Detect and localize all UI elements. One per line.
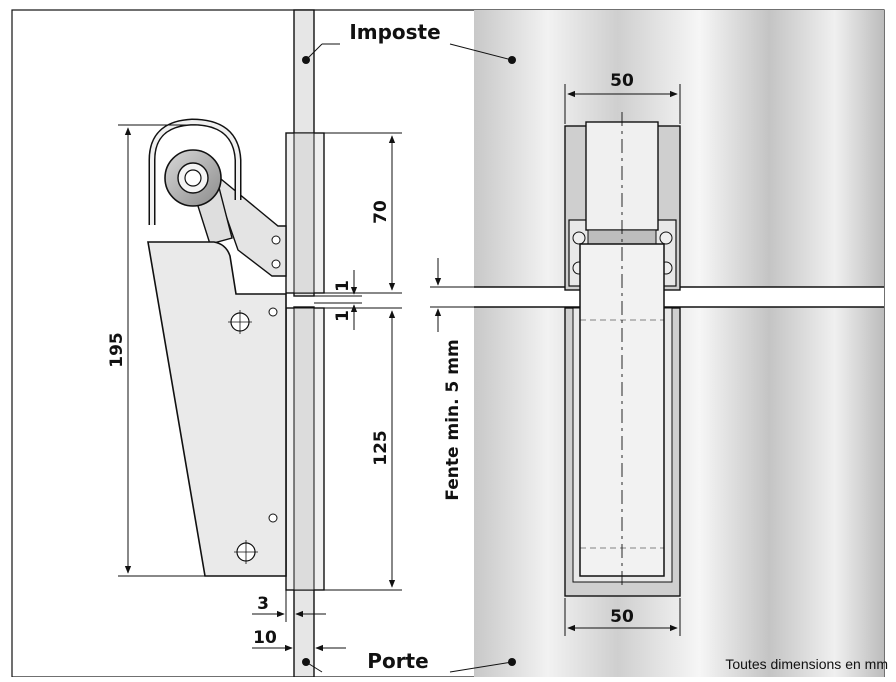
dim-overall-height: 195	[107, 332, 127, 368]
dim-bottom-width: 50	[610, 607, 634, 627]
side-view	[147, 9, 325, 678]
dim-plate-thickness: 3	[257, 594, 269, 614]
front-view	[564, 112, 681, 597]
screw-icon	[268, 513, 278, 523]
closer-body	[147, 241, 287, 577]
dim-gap-bottom: 1	[333, 310, 353, 322]
label-porte: Porte	[367, 649, 428, 673]
note-units: Toutes dimensions en mm	[725, 656, 888, 672]
label-fente: Fente min. 5 mm	[443, 339, 463, 500]
roller-guide	[150, 119, 240, 225]
dimensions	[118, 43, 681, 673]
dim-gap-top: 1	[333, 280, 353, 292]
screw-icon	[268, 307, 278, 317]
leader-dot	[508, 658, 516, 666]
screw-icon	[659, 231, 673, 245]
screw-icon	[572, 231, 586, 245]
screw-icon	[271, 259, 281, 269]
leader-dot	[508, 56, 516, 64]
glass-gap	[474, 287, 884, 307]
roller-arm-plate	[208, 167, 287, 277]
leader-dot	[302, 56, 310, 64]
dim-upper-height: 70	[371, 200, 391, 224]
dim-lower-height: 125	[371, 430, 391, 466]
leader-dot	[302, 658, 310, 666]
screw-icon	[271, 235, 281, 245]
dim-top-width: 50	[610, 71, 634, 91]
label-imposte: Imposte	[349, 20, 440, 44]
dim-door-thickness: 10	[253, 628, 277, 648]
